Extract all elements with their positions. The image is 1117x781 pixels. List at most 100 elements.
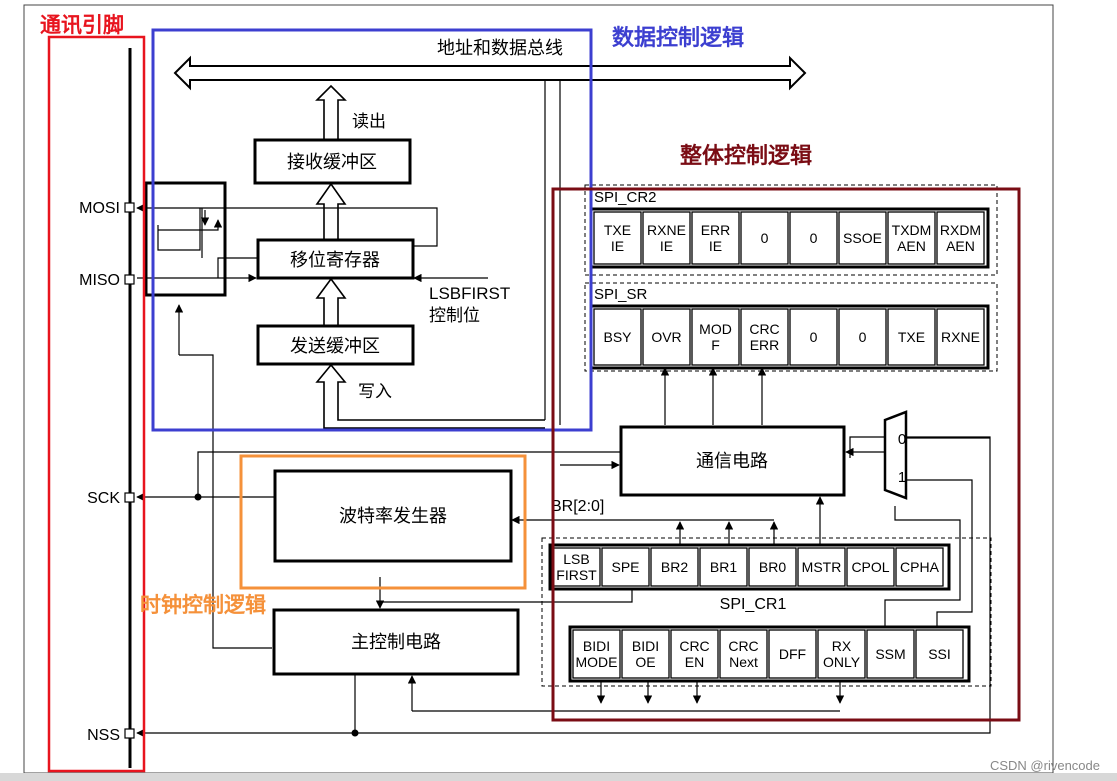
sck-feedback-path (179, 354, 272, 649)
register-bit-cell (748, 547, 797, 587)
data-logic-caption: 数据控制逻辑 (612, 25, 744, 51)
register-bit-cell (691, 308, 740, 366)
bus-label: 地址和数据总线 (437, 38, 563, 59)
bottom-scrollbar-strip (0, 773, 1117, 781)
register-bit-cell (768, 629, 817, 679)
register-bit-label: ONLY (823, 654, 861, 670)
register-bit-label: SPE (611, 559, 639, 575)
main-control-box (272, 608, 520, 676)
pin-sck-label: SCK (87, 490, 120, 507)
register-bit-cell (691, 211, 740, 265)
comm-circuit-label: 通信电路 (696, 451, 768, 472)
main-control-label: 主控制电路 (351, 632, 441, 653)
register-bit-cell (887, 308, 936, 366)
register-bit-label: MODE (576, 654, 618, 670)
baud-generator-box (273, 469, 513, 563)
register-bit-cell (719, 629, 768, 679)
watermark: CSDN @rivencode (990, 758, 1100, 773)
register-bit-cell (887, 211, 936, 265)
register-bit-label: 0 (859, 329, 867, 345)
pins-caption: 通讯引脚 (40, 13, 124, 37)
pin-switch-wiring (136, 203, 438, 283)
register-bit-label: TXDM (892, 222, 932, 238)
register-bit-label: LSB (563, 551, 589, 567)
register-bit-label: FIRST (556, 567, 597, 583)
register-bit-cell (699, 547, 748, 587)
pin-nss-label: NSS (87, 727, 120, 744)
register-bit-cell (895, 547, 944, 587)
sck-junction-dot (194, 493, 202, 501)
address-data-bus: 地址和数据总线 (173, 38, 807, 91)
register-bit-label: RX (832, 638, 852, 654)
register-bit-label: SSI (928, 646, 951, 662)
register-bit-label: CRC (679, 638, 709, 654)
register-bit-cell (740, 211, 789, 265)
mux-0-label: 0 (898, 431, 906, 448)
register-bit-label: RXNE (941, 329, 980, 345)
overall-logic-caption: 整体控制逻辑 (680, 143, 812, 169)
shift-to-rx-arrow (315, 182, 347, 241)
register-bit-label: AEN (897, 238, 926, 254)
register-bit-cell (789, 211, 838, 265)
br-label: BR[2:0] (551, 498, 604, 515)
register-bit-label: 0 (810, 329, 818, 345)
register-bit-cell (621, 629, 670, 679)
pins-highlight-frame (47, 35, 146, 773)
register-bit-cell (642, 211, 691, 265)
register-bit-label: RXNE (647, 222, 686, 238)
register-bit-cell (915, 629, 964, 679)
pin-mosi: MOSI (79, 200, 135, 217)
write-path (315, 363, 545, 429)
register-bit-label: IE (660, 238, 673, 254)
register-bit-label: BIDI (583, 638, 610, 654)
clock-logic-caption: 时钟控制逻辑 (140, 593, 266, 617)
sr-dashed-frame (584, 282, 998, 372)
register-bit-cell (642, 308, 691, 366)
pin-sck: SCK (87, 490, 135, 507)
register-bit-cell (572, 629, 621, 679)
register-bit-label: TXE (898, 329, 925, 345)
main-to-nss-line (136, 674, 356, 738)
register-bit-label: BR2 (661, 559, 688, 575)
pin-nss: NSS (87, 727, 135, 744)
read-label: 读出 (352, 112, 386, 132)
overall-logic-highlight-frame (551, 187, 1021, 722)
cr2-name: SPI_CR2 (594, 189, 657, 206)
pin-miso: MISO (79, 272, 135, 289)
baud-generator-label: 波特率发生器 (339, 506, 447, 527)
register-bit-label: BR0 (759, 559, 786, 575)
shift-register-label: 移位寄存器 (290, 250, 380, 271)
sr-name: SPI_SR (594, 286, 648, 303)
register-bit-cell (593, 308, 642, 366)
pin-mosi-label: MOSI (79, 200, 120, 217)
register-bit-label: TXE (604, 222, 631, 238)
register-bit-cell (936, 211, 985, 265)
register-bit-cell (789, 308, 838, 366)
register-bit-cell (670, 629, 719, 679)
register-bit-label: OVR (651, 329, 681, 345)
register-bit-label: F (711, 337, 720, 353)
register-bit-label: BSY (603, 329, 632, 345)
register-bit-label: Next (729, 654, 758, 670)
data-logic-highlight-frame (151, 28, 593, 432)
register-bit-cell (650, 547, 699, 587)
cr2-dashed-frame (584, 184, 998, 276)
register-bit-label: ERR (701, 222, 731, 238)
register-bit-label: AEN (946, 238, 975, 254)
register-bit-cell (817, 629, 866, 679)
clock-logic-highlight-frame (239, 454, 527, 590)
register-bit-label: IE (611, 238, 624, 254)
register-bit-cell (797, 547, 846, 587)
register-bit-cell (846, 547, 895, 587)
register-bit-cell (936, 308, 985, 366)
register-bit-cell (740, 308, 789, 366)
lsbfirst-label: LSBFIRST (429, 284, 510, 303)
register-bit-label: DFF (779, 646, 806, 662)
register-bit-cell (601, 547, 650, 587)
mux-ssm-line (884, 506, 961, 628)
register-bit-cell (838, 211, 887, 265)
